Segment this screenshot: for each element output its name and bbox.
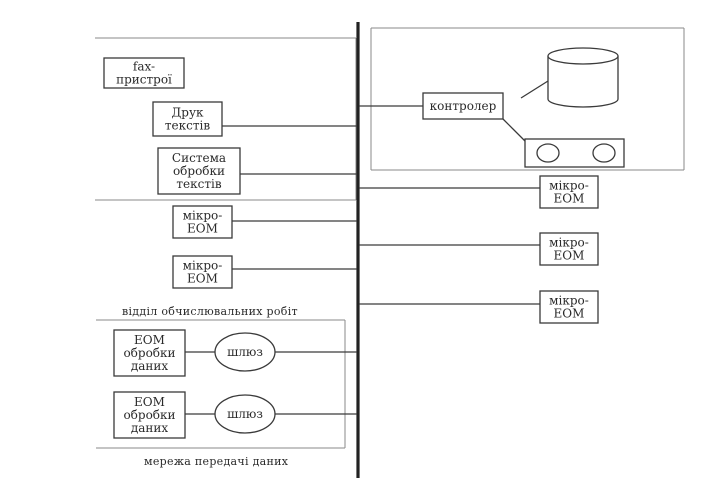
micro-computer-box-right-3-label-line: ЕОМ (554, 307, 585, 321)
computing-dept-caption: відділ обчислювальних робіт (122, 305, 298, 318)
connection-lines (185, 80, 549, 415)
data-processing-computer-box-1-label-line: даних (131, 359, 169, 373)
disk-storage-icon (547, 47, 619, 108)
data-network-caption: мережа передачі даних (144, 455, 289, 468)
text-printing-box-label-line: Друк (172, 106, 204, 120)
word-processing-system-box-label-line: обробки (173, 164, 225, 178)
data-processing-computer-box-2-label-line: обробки (123, 408, 175, 422)
storage-group-border (370, 27, 685, 171)
micro-computer-box-right-2: мікро-ЕОМ (539, 232, 599, 266)
micro-computer-box-left-1: мікро-ЕОМ (172, 205, 233, 239)
micro-computer-box-left-1-label-line: ЕОМ (187, 222, 218, 236)
fax-devices-box-label-line: пристрої (116, 73, 172, 87)
micro-computer-box-right-2-label-line: ЕОМ (554, 249, 585, 263)
fax-devices-box: fax-пристрої (103, 57, 185, 89)
gateway-circle-1-label-line: шлюз (227, 345, 263, 359)
gateway-circle-1: шлюз (214, 332, 276, 372)
micro-computer-box-right-1-label-line: мікро- (549, 179, 589, 193)
micro-computer-box-right-3-label-line: мікро- (549, 294, 589, 308)
micro-computer-box-left-2: мікро-ЕОМ (172, 255, 233, 289)
gateway-circle-2-label-line: шлюз (227, 407, 263, 421)
fax-devices-box-label-line: fax- (133, 60, 155, 74)
word-processing-system-box-label-line: Система (172, 151, 226, 165)
data-processing-computer-box-1-label-line: ЕОМ (134, 333, 165, 347)
data-processing-computer-box-1-label-line: обробки (123, 346, 175, 360)
word-processing-system-box-label-line: текстів (176, 177, 221, 191)
data-processing-computer-box-2-label-line: даних (131, 421, 169, 435)
micro-computer-box-right-2-label-line: мікро- (549, 236, 589, 250)
gateway-circle-2: шлюз (214, 394, 276, 434)
controller-box: контролер (422, 92, 504, 120)
data-processing-computer-box-2-label-line: ЕОМ (134, 395, 165, 409)
text-printing-box-label-line: текстів (165, 119, 210, 133)
micro-computer-box-left-2-label-line: ЕОМ (187, 272, 218, 286)
tape-drive-icon (524, 138, 625, 168)
micro-computer-box-left-2-label-line: мікро- (183, 259, 223, 273)
micro-computer-box-right-1-label-line: ЕОМ (554, 192, 585, 206)
micro-computer-box-left-1-label-line: мікро- (183, 209, 223, 223)
office-group-border (95, 37, 357, 201)
controller-box-label-line: контролер (430, 99, 497, 113)
micro-computer-box-right-1: мікро-ЕОМ (539, 175, 599, 209)
micro-computer-box-right-3: мікро-ЕОМ (539, 290, 599, 324)
data-network-group-border (96, 319, 346, 449)
